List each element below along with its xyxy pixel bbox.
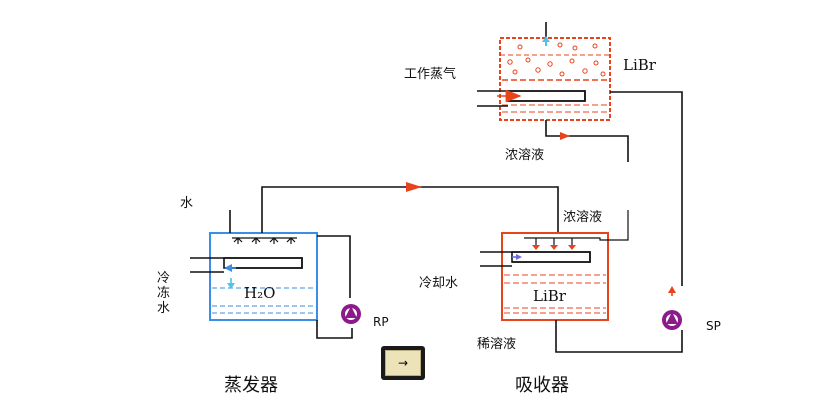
libr-generator-label: LiBr	[623, 56, 656, 74]
evaporator	[190, 182, 559, 339]
generator-vessel	[499, 37, 611, 121]
absorber-spray	[524, 210, 629, 246]
libr-absorber-label: LiBr	[533, 287, 566, 305]
working-steam-label: 工作蒸气	[404, 67, 457, 82]
vapor-flow-arrow	[406, 182, 422, 192]
sp-label: SP	[706, 319, 721, 333]
conc-solution-mid-label: 浓溶液	[563, 210, 603, 225]
absorber	[480, 210, 683, 353]
absorber-outlet-pipe	[555, 320, 683, 353]
evaporator-label: 蒸发器	[224, 375, 278, 396]
arrow-right-icon: →	[397, 356, 409, 370]
play-button[interactable]: →	[381, 346, 425, 380]
generator-bubbles	[507, 42, 606, 77]
rp-label: RP	[373, 315, 389, 329]
cooling-water-label: 冷却水	[419, 276, 459, 291]
play-button-face[interactable]: →	[385, 350, 421, 376]
evaporator-bottom-pipe	[316, 320, 353, 339]
water-label: 水	[180, 196, 194, 211]
h2o-label: H₂O	[244, 284, 276, 302]
conc-outlet-arrow	[560, 132, 570, 140]
conc-solution-top-label: 浓溶液	[505, 148, 545, 163]
dilute-solution-label: 稀溶液	[477, 337, 517, 352]
absorber-label: 吸收器	[515, 375, 569, 396]
rp-pump-icon	[341, 304, 361, 324]
generator-return-pipe	[610, 91, 683, 286]
evaporator-recirc-pipe	[317, 235, 351, 298]
generator	[477, 22, 683, 286]
evaporator-spray	[232, 237, 297, 244]
sp-pump-icon	[662, 310, 682, 330]
evaporator-vessel	[209, 232, 318, 321]
chilled-water-label: 冷冻水	[157, 271, 171, 316]
generator-outlet-pipe	[545, 120, 629, 162]
vapor-line	[261, 186, 559, 233]
